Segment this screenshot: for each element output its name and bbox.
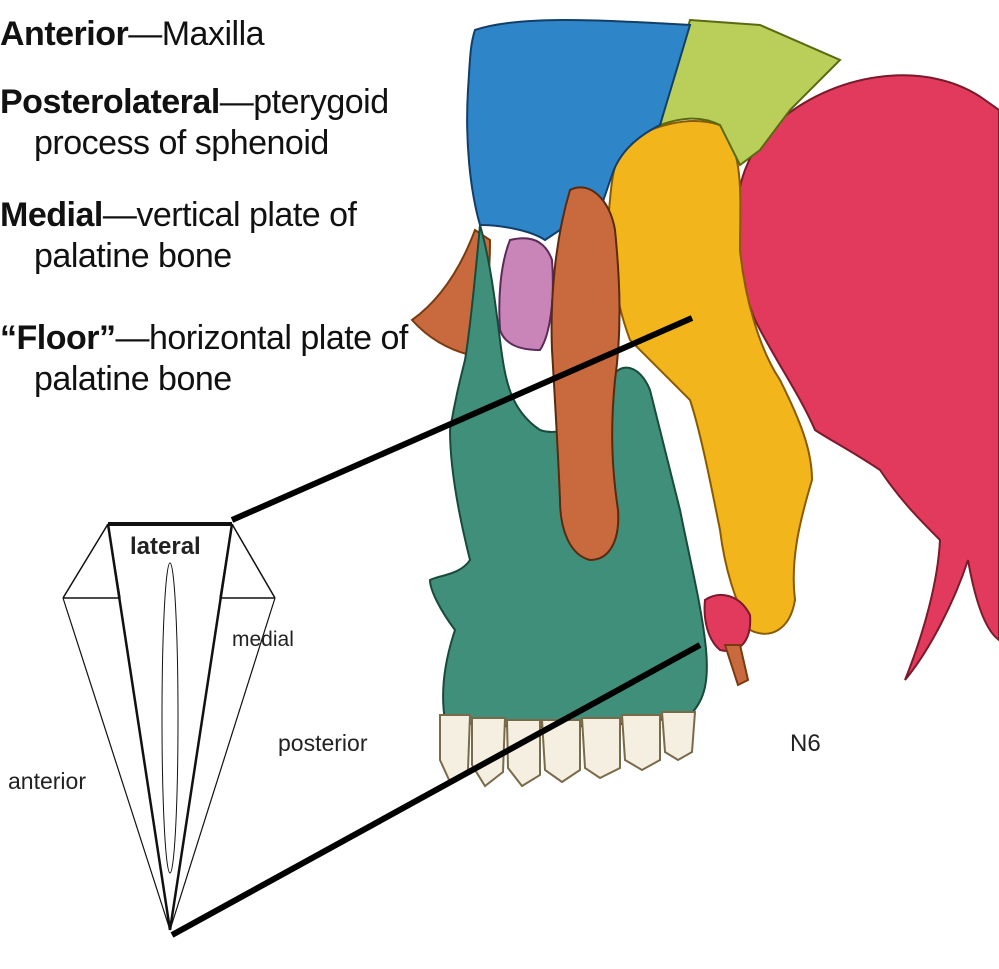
label-posterior: posterior (278, 730, 367, 757)
pointer-line-bottom (172, 645, 700, 935)
cone-left-wing-top (63, 524, 108, 598)
tooth (622, 715, 660, 770)
tooth (662, 712, 695, 760)
cone-left-outer-edge (63, 598, 170, 930)
cone-left-inner-edge (108, 524, 170, 930)
label-anterior: anterior (8, 768, 86, 795)
cone-right-inner-edge (170, 524, 232, 930)
hamulus-shape (725, 645, 748, 685)
cone-fissure (162, 563, 178, 873)
cone-right-wing-top (232, 524, 275, 598)
tooth (582, 718, 620, 778)
lacrimal-bone-shape (499, 238, 553, 350)
label-lateral: lateral (130, 533, 201, 561)
label-medial: medial (232, 628, 294, 652)
figure-label: N6 (790, 730, 821, 758)
tooth (507, 720, 540, 786)
teeth (440, 712, 695, 786)
cone-diagram (63, 524, 275, 930)
